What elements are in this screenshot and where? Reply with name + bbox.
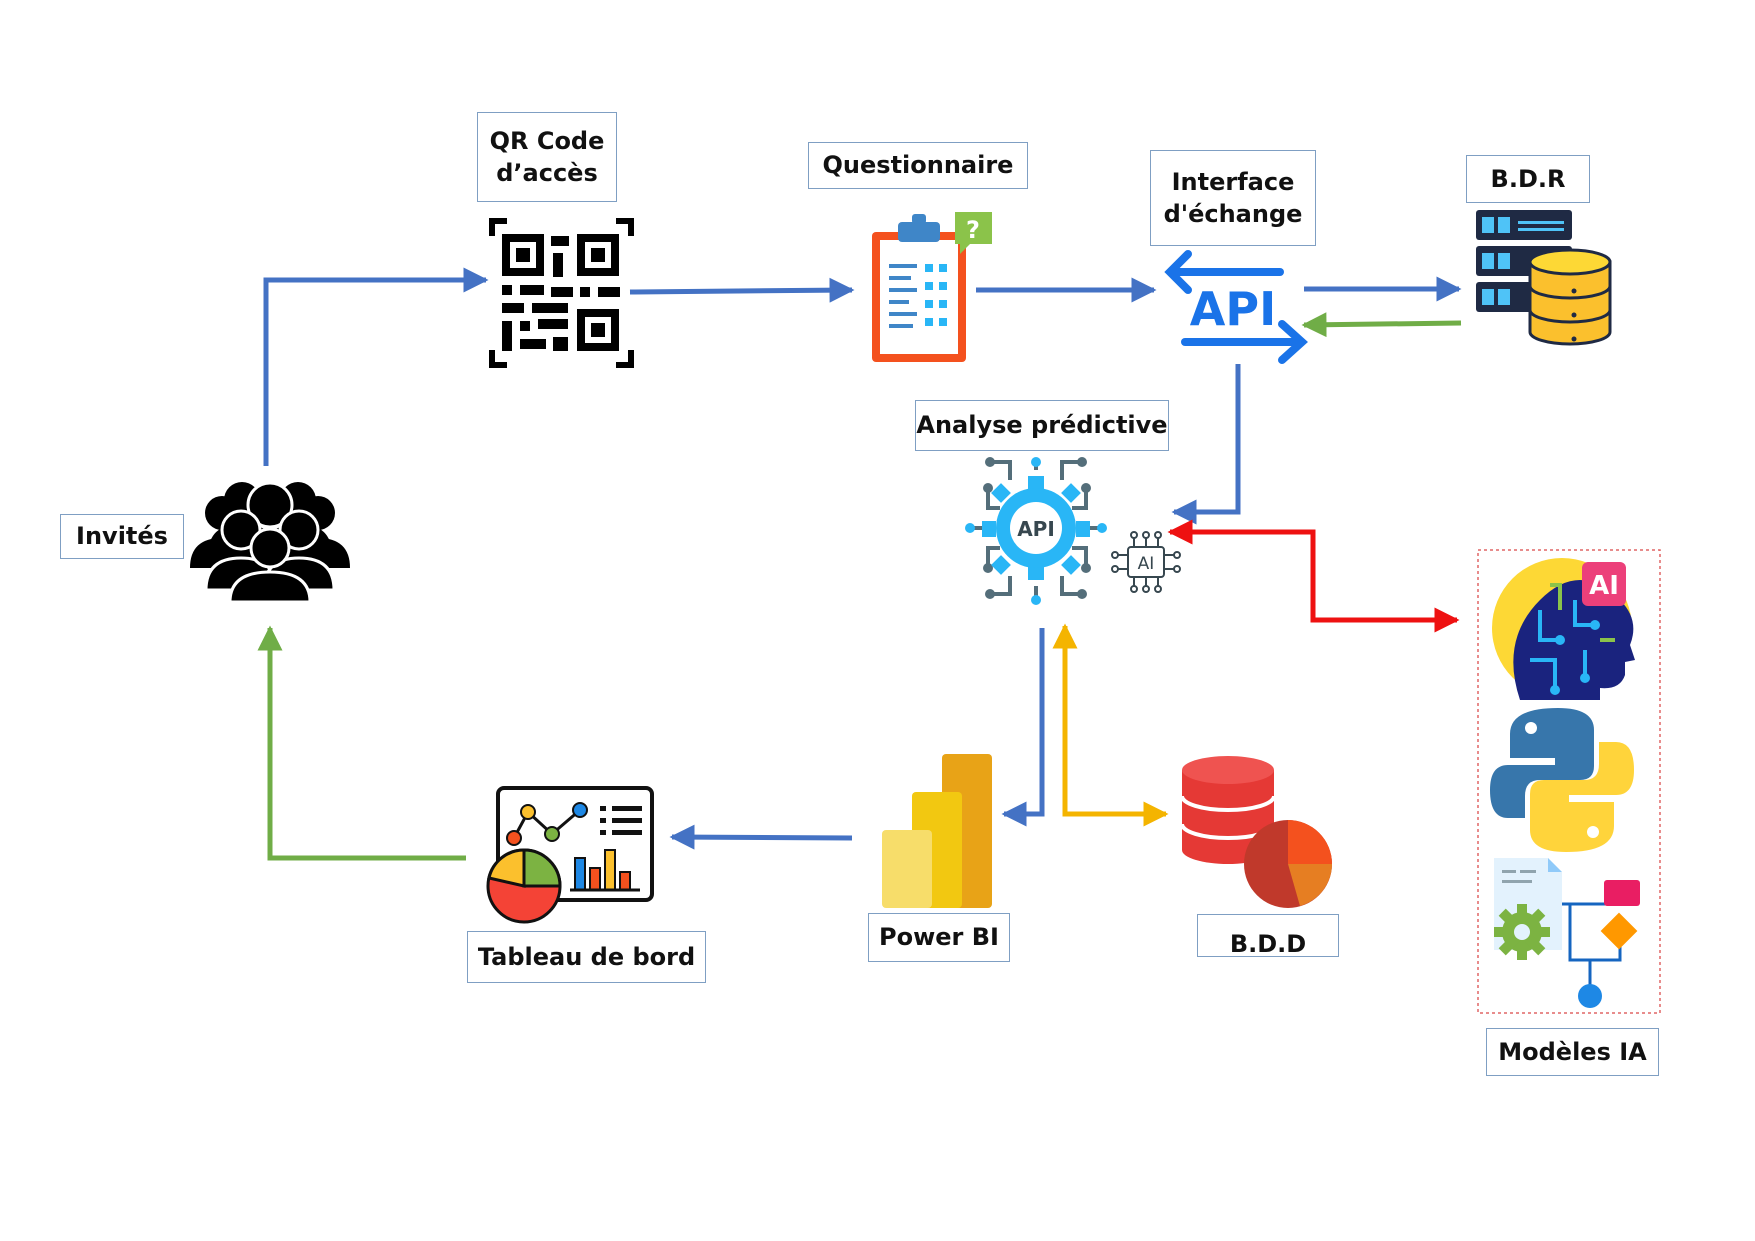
arrow-invites-to-qr — [263, 267, 489, 466]
label-analyse: Analyse prédictive — [915, 400, 1169, 451]
server-database-icon — [1476, 210, 1612, 346]
chip-ai-text: AI — [1138, 554, 1155, 574]
models-group-border — [1477, 549, 1661, 1014]
api-gear-ai-icon: API AI — [965, 457, 1181, 605]
label-interface-line1: Interface — [1171, 167, 1295, 196]
label-interface-wrap: Interface d'échange — [1164, 166, 1303, 231]
label-qr-code-line1: QR Code — [489, 126, 605, 155]
qr-code-icon — [489, 218, 634, 368]
api-exchange-icon: API — [1164, 250, 1308, 364]
label-questionnaire-text: Questionnaire — [822, 151, 1014, 180]
clipboard-question-icon: ? — [872, 212, 992, 362]
label-analyse-text: Analyse prédictive — [916, 411, 1168, 440]
brain-ai-badge: AI — [1589, 571, 1619, 601]
arrow-powerbi-to-tableau — [669, 824, 853, 850]
ai-brain-icon: AI — [1492, 558, 1635, 700]
label-powerbi-text: Power BI — [879, 923, 999, 952]
label-modeles-text: Modèles IA — [1498, 1037, 1647, 1066]
label-tableau: Tableau de bord — [467, 931, 706, 983]
gear-api-text: API — [1017, 517, 1055, 541]
label-bdr: B.D.R — [1466, 155, 1590, 203]
label-interface: Interface d'échange — [1150, 150, 1316, 246]
arrow-tableau-to-invites — [257, 625, 466, 861]
arrow-analyse-bdd — [1052, 623, 1169, 827]
label-invites: Invités — [60, 514, 184, 559]
questionnaire-badge: ? — [966, 216, 980, 244]
people-group-icon — [190, 481, 350, 604]
arrow-bdr-to-api — [1301, 312, 1462, 338]
label-tableau-text: Tableau de bord — [477, 942, 696, 971]
arrow-analyse-models — [1167, 519, 1460, 633]
python-icon — [1490, 708, 1634, 852]
api-exchange-label: API — [1190, 282, 1276, 336]
powerbi-logo-icon — [882, 754, 992, 908]
label-interface-line2: d'échange — [1163, 200, 1303, 228]
database-pie-icon — [1180, 756, 1332, 908]
label-invites-text: Invités — [76, 522, 168, 551]
label-questionnaire: Questionnaire — [808, 142, 1028, 189]
arrow-api-to-analyse — [1171, 364, 1241, 525]
workflow-gear-icon — [1494, 858, 1640, 1008]
dashboard-chart-icon — [486, 786, 654, 924]
label-powerbi: Power BI — [868, 913, 1010, 962]
label-qr-code-wrap: QR Code d’accès — [490, 125, 605, 190]
arrow-qr-to-questionnaire — [629, 277, 855, 303]
label-bdr-text: B.D.R — [1490, 164, 1566, 193]
label-qr-code: QR Code d’accès — [477, 112, 617, 202]
label-bdd: B.D.D — [1197, 914, 1339, 957]
label-bdd-text: B.D.D — [1229, 929, 1307, 957]
label-qr-code-line2: d’accès — [496, 159, 598, 187]
arrow-analyse-to-powerbi — [1001, 628, 1045, 827]
label-modeles: Modèles IA — [1486, 1028, 1659, 1076]
